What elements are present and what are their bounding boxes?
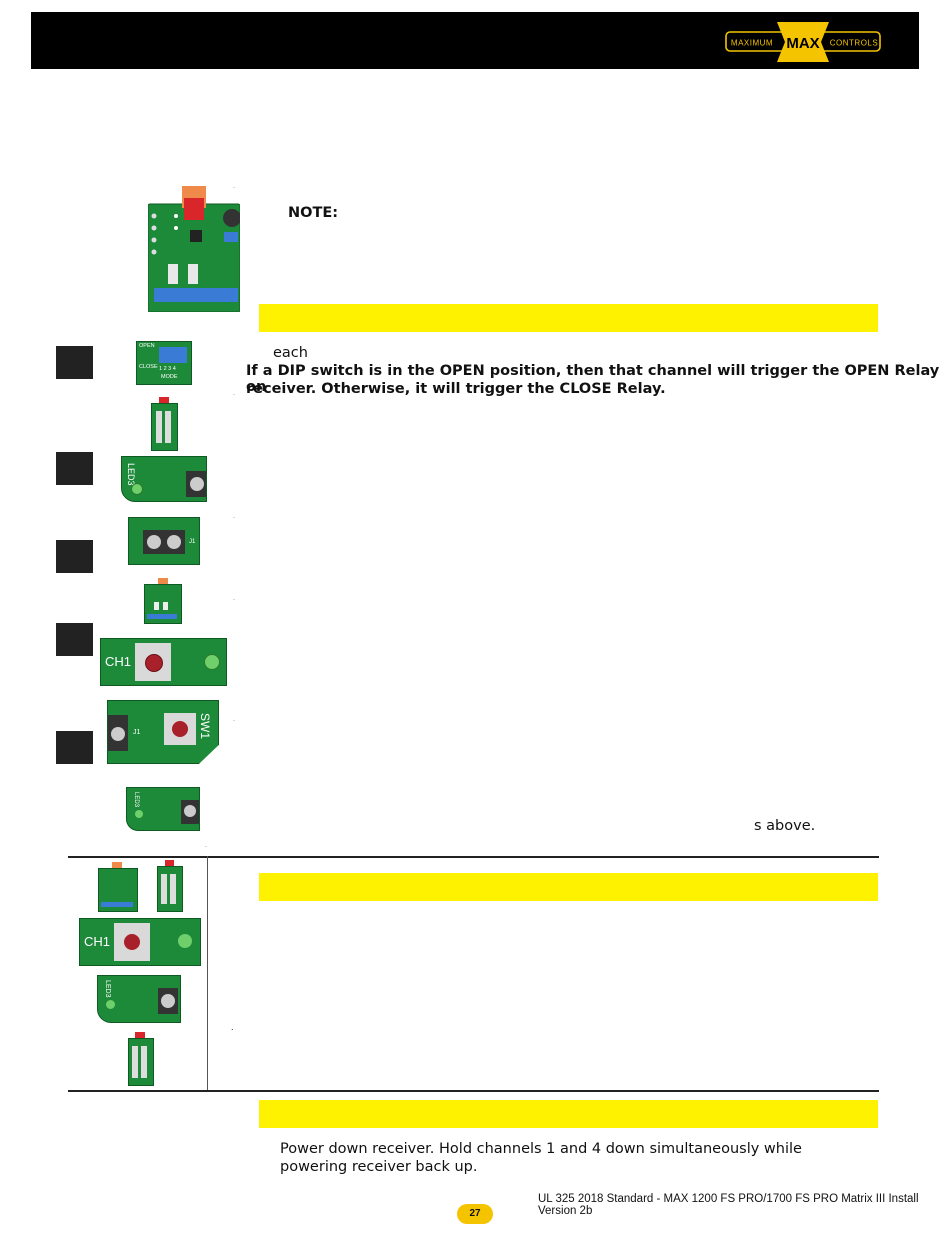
footer-document-title: UL 325 2018 Standard - MAX 1200 FS PRO/1… xyxy=(538,1193,919,1217)
j1-label-b: J1 xyxy=(133,729,141,736)
step-marker-4 xyxy=(56,623,93,656)
section-highlight-1 xyxy=(259,304,878,332)
led3-board-image-2: LED3 xyxy=(126,787,200,831)
section-divider-1 xyxy=(68,856,879,858)
section-highlight-2 xyxy=(259,873,878,901)
sw1-label: SW1 xyxy=(198,713,212,740)
ch1-label-1: CH1 xyxy=(105,654,132,669)
remote-transmitter-image-3 xyxy=(128,1032,154,1086)
logo-center-word: MAX xyxy=(786,35,819,52)
reset-instruction-line-2: powering receiver back up. xyxy=(280,1159,478,1175)
step-marker-1 xyxy=(56,346,93,379)
ch1-label-2: CH1 xyxy=(84,934,111,949)
ch1-button-image-2: CH1 xyxy=(79,918,201,966)
small-receiver-board-image xyxy=(144,578,182,624)
j1-label: J1 xyxy=(189,539,196,545)
small-receiver-board-image-2 xyxy=(98,862,138,912)
marker: . xyxy=(233,595,235,602)
section-highlight-3 xyxy=(259,1100,878,1128)
above-fragment: s above. xyxy=(754,818,816,834)
marker: . xyxy=(233,390,235,397)
dip-open-label: OPEN xyxy=(139,343,155,349)
note-label: NOTE: xyxy=(288,205,339,221)
led3-label: LED3 xyxy=(126,463,136,486)
step-marker-5 xyxy=(56,731,93,764)
dip-text-fragment: each xyxy=(273,345,308,361)
maximum-controls-logo: MAXIMUM MAX CONTROLS xyxy=(725,22,881,62)
dip-close-label: CLOSE xyxy=(139,364,158,370)
marker: . xyxy=(233,183,235,190)
led3-label-3: LED3 xyxy=(104,980,111,998)
step-marker-3 xyxy=(56,540,93,573)
dip-bold-line-2: receiver. Otherwise, it will trigger the… xyxy=(246,381,666,397)
led3-board-image-3: LED3 xyxy=(97,975,181,1023)
dip-mode-label: MODE xyxy=(161,374,178,380)
sw1-board-image: J1 SW1 xyxy=(107,700,219,764)
marker: . xyxy=(205,842,207,849)
j1-terminal-image: J1 xyxy=(128,517,200,565)
ch1-button-image-1: CH1 xyxy=(100,638,227,686)
reset-instruction-line-1: Power down receiver. Hold channels 1 and… xyxy=(280,1141,802,1157)
led3-board-image: LED3 xyxy=(121,456,207,502)
logo-right-word: CONTROLS xyxy=(830,39,878,48)
marker: . xyxy=(233,716,235,723)
receiver-board-image xyxy=(147,186,241,313)
dip-numbers-label: 1 2 3 4 xyxy=(159,366,176,372)
step-marker-2 xyxy=(56,452,93,485)
dip-bold-line-1: If a DIP switch is in the OPEN position,… xyxy=(246,363,940,395)
logo-left-word: MAXIMUM xyxy=(731,39,773,48)
marker: . xyxy=(231,1022,234,1032)
remote-transmitter-image-2 xyxy=(157,860,183,912)
page-number-badge: 27 xyxy=(457,1204,493,1224)
marker: . xyxy=(233,513,235,520)
column-divider-1 xyxy=(207,856,208,1090)
remote-transmitter-image-1 xyxy=(151,397,178,451)
led3-label-2: LED3 xyxy=(133,792,139,808)
section-divider-2 xyxy=(68,1090,879,1092)
dip-switch-image: OPEN CLOSE 1 2 3 4 MODE xyxy=(136,341,192,385)
